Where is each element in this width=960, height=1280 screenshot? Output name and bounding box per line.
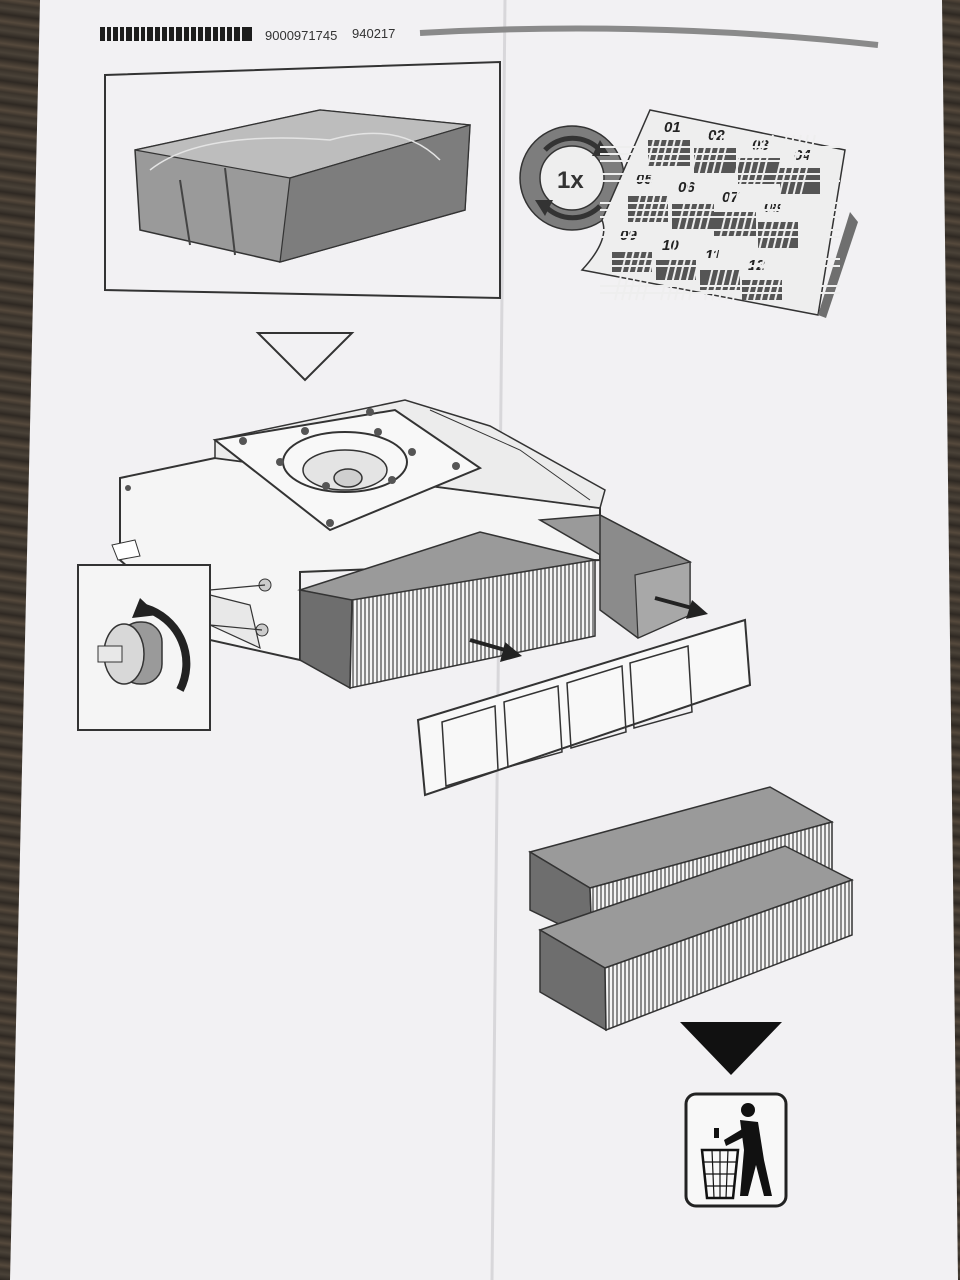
barcode — [100, 27, 252, 41]
grease-filter-left — [297, 531, 598, 690]
month-label: 09 — [620, 227, 637, 244]
header-rule — [419, 25, 879, 48]
month-label: 06 — [678, 179, 695, 196]
direction-arrows — [469, 596, 708, 662]
trash-bin-icon — [684, 1092, 788, 1208]
new-filter-front — [538, 845, 854, 1032]
rotation-icon: 1x — [519, 125, 625, 231]
month-label: 01 — [664, 119, 681, 136]
month-label: 10 — [662, 237, 679, 254]
packaged-filter-panel — [104, 60, 501, 300]
grease-filter-right — [537, 513, 693, 639]
arrow-down-icon — [255, 332, 355, 382]
month-calendar: 01 02 03 04 05 06 07 08 09 10 11 12 — [580, 109, 858, 318]
knob-detail-panel — [77, 564, 266, 731]
part-number: 9000971745 — [265, 28, 337, 43]
rotation-badge-text: 1x — [557, 167, 584, 194]
arrow-down-filled-icon — [680, 1022, 782, 1075]
filter-frame — [416, 618, 752, 797]
date-code: 940217 — [352, 26, 395, 41]
